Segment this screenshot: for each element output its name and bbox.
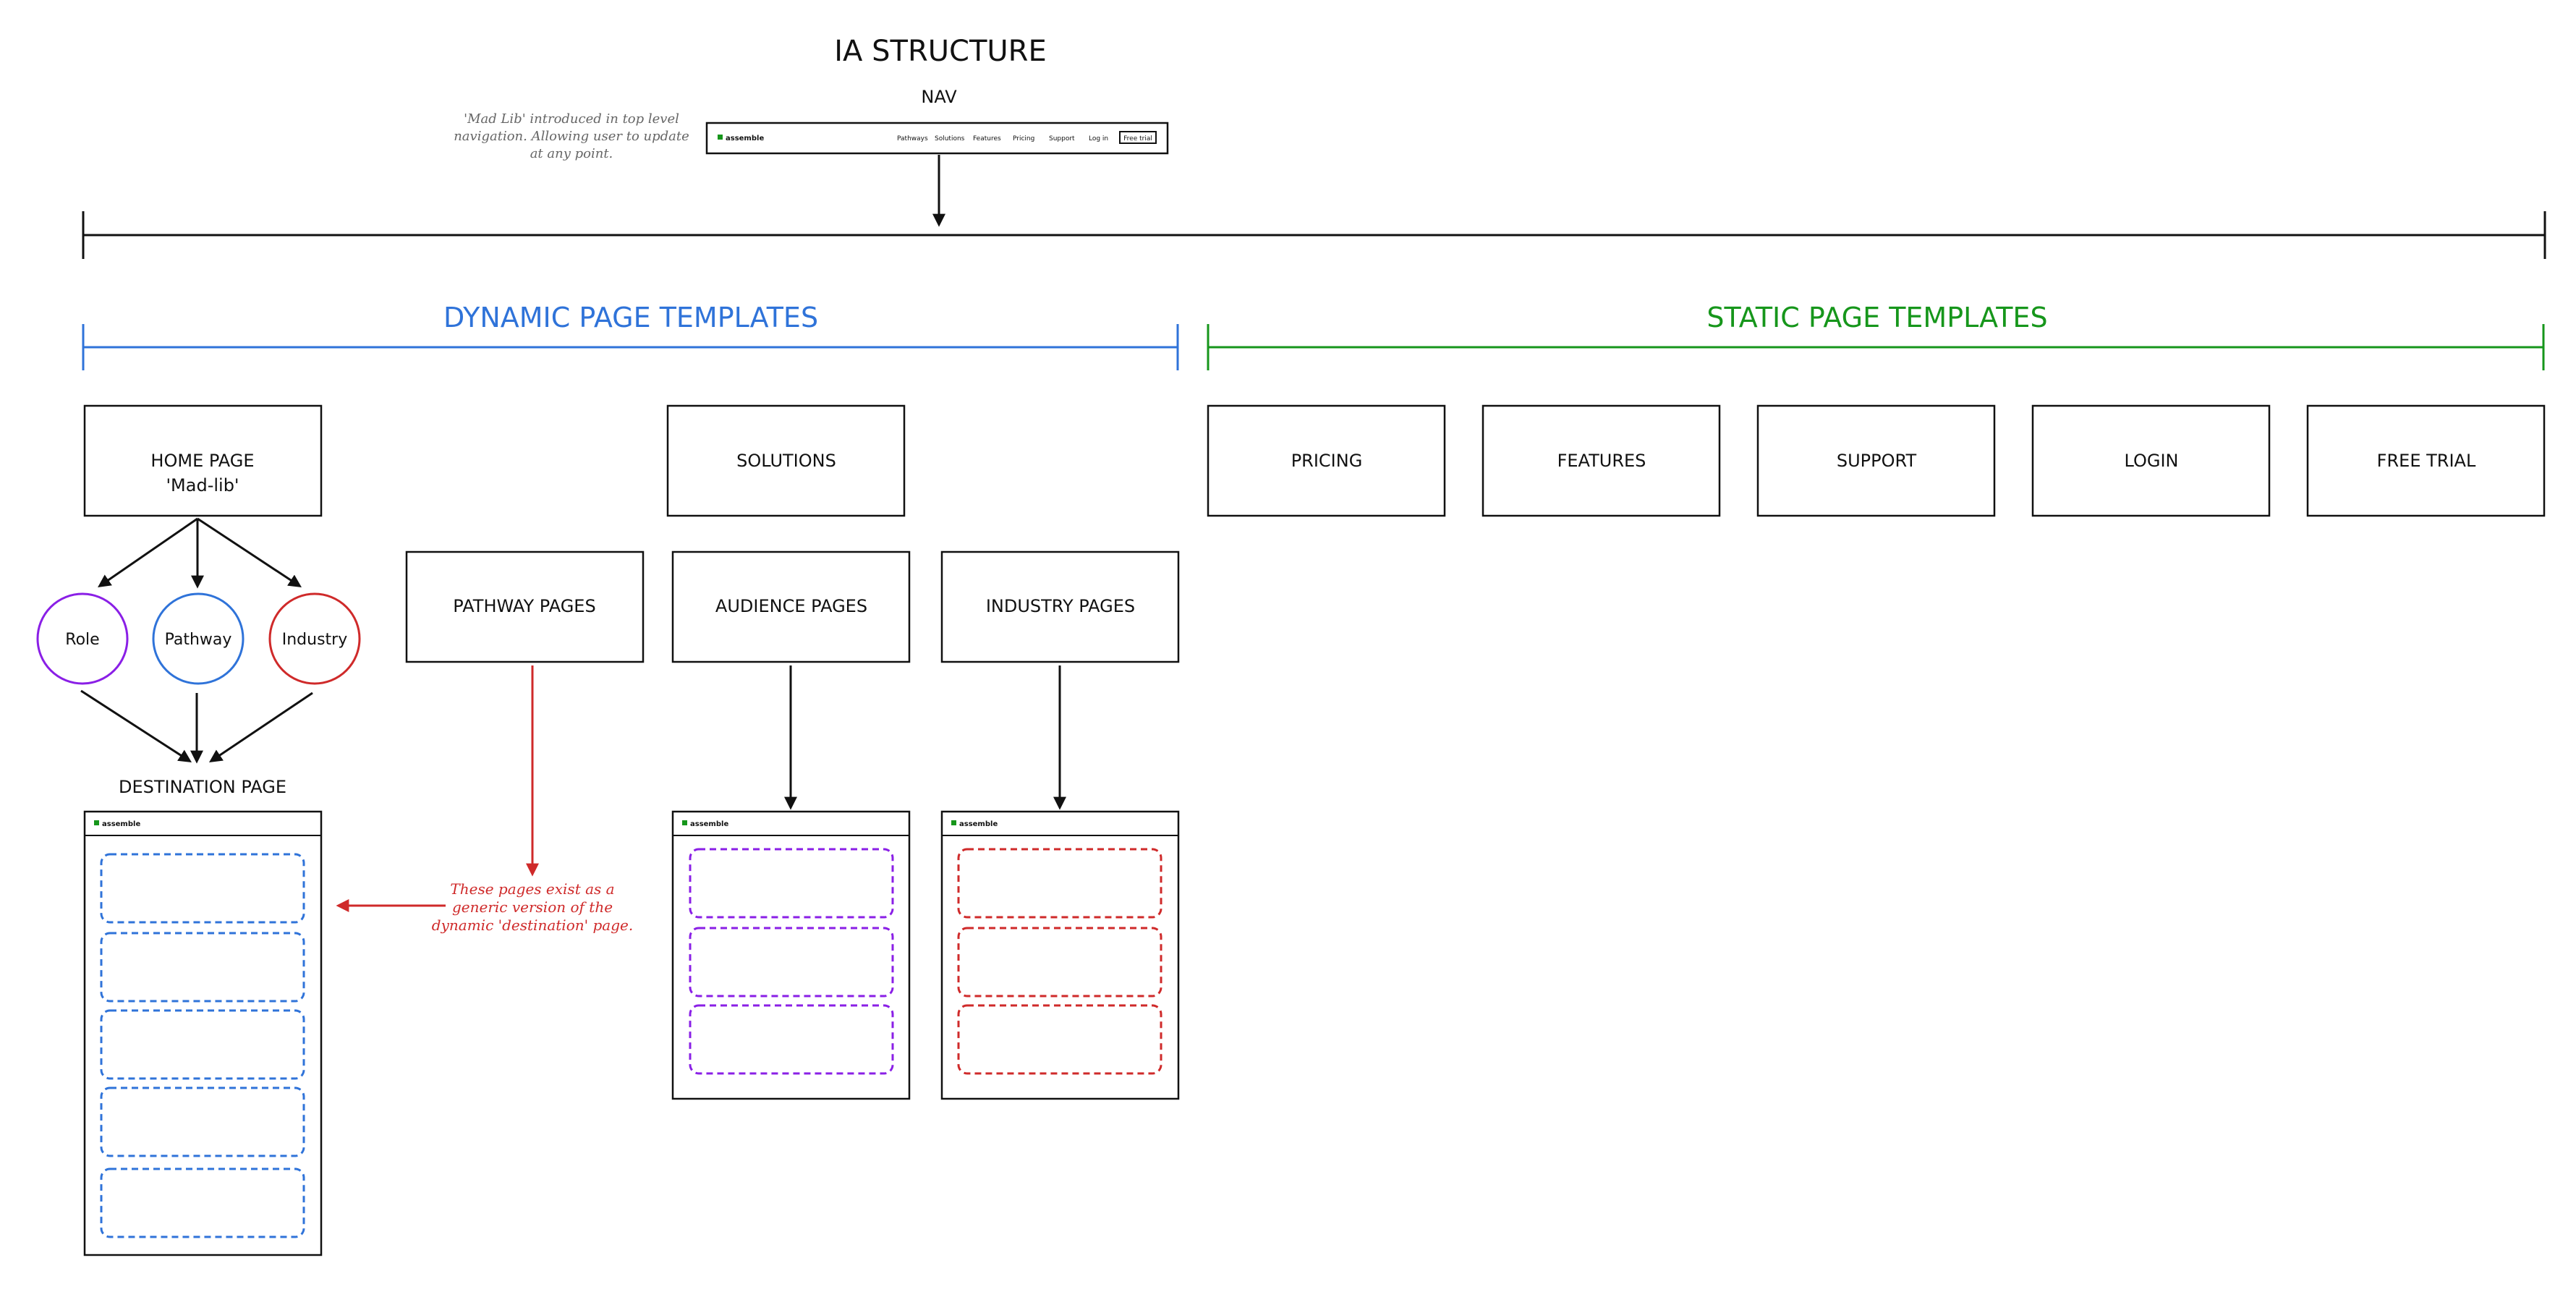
dynamic-section-title: DYNAMIC PAGE TEMPLATES (443, 302, 818, 333)
static-page-free-trial-label: FREE TRIAL (2377, 451, 2476, 471)
static-page-features-label: FEATURES (1557, 451, 1646, 471)
nav-logo-icon (718, 135, 723, 140)
audience-logo: assemble (690, 820, 728, 828)
audience-pages-box: AUDIENCE PAGES (671, 550, 911, 663)
nav-item-solutions: Solutions (935, 135, 965, 142)
audience-section-2 (689, 927, 894, 997)
static-page-support: SUPPORT (1756, 404, 1996, 517)
destination-logo-icon (94, 820, 99, 825)
nav-cta-button (1119, 131, 1157, 144)
diagram-title: IA STRUCTURE (834, 35, 1046, 68)
static-bracket (1207, 324, 2545, 370)
solutions-label: SOLUTIONS (736, 451, 836, 471)
destination-section-3 (100, 1009, 305, 1080)
industry-logo: assemble (959, 820, 998, 828)
nav-item-pricing: Pricing (1013, 135, 1034, 142)
industry-label: Industry (282, 631, 348, 649)
home-to-industry-arrow (197, 517, 302, 587)
industry-section-3 (957, 1004, 1162, 1075)
nav-item-login: Log in (1089, 135, 1108, 142)
static-page-pricing-label: PRICING (1291, 451, 1363, 471)
role-label: Role (65, 631, 99, 649)
nav-note-line-3: at any point. (530, 146, 613, 161)
destination-section-2 (100, 932, 305, 1003)
audience-page-mock: assemble (671, 810, 911, 1100)
pathway-pages-box: PATHWAY PAGES (405, 550, 645, 663)
static-page-login-label: LOGIN (2124, 451, 2178, 471)
pathway-pages-label: PATHWAY PAGES (453, 596, 595, 616)
home-page-title: HOME PAGE (150, 451, 254, 471)
nav-bar-mock: assemble Pathways Solutions Features Pri… (705, 122, 1169, 155)
home-page-box: HOME PAGE 'Mad-lib' (83, 404, 323, 517)
role-circle: Role (36, 592, 129, 685)
destination-page-mock: assemble (83, 810, 323, 1256)
nav-label: NAV (921, 87, 957, 107)
industry-section-2 (957, 927, 1162, 997)
nav-logo: assemble (726, 135, 764, 142)
destination-section-4 (100, 1086, 305, 1157)
industry-page-mock: assemble (940, 810, 1180, 1100)
dynamic-bracket (82, 324, 1179, 370)
industry-pages-label: INDUSTRY PAGES (986, 596, 1135, 616)
pathway-circle: Pathway (152, 592, 245, 685)
industry-logo-icon (951, 820, 956, 825)
nav-item-support: Support (1049, 135, 1075, 142)
home-page-subtitle: 'Mad-lib' (166, 475, 239, 495)
destination-page-label: DESTINATION PAGE (119, 777, 286, 797)
annotation-line-2: generic version of the (452, 898, 613, 916)
nav-item-pathways: Pathways (897, 135, 928, 142)
role-to-destination-arrow (80, 689, 192, 762)
audience-section-1 (689, 848, 894, 919)
static-page-pricing: PRICING (1207, 404, 1446, 517)
static-page-support-label: SUPPORT (1837, 451, 1917, 471)
audience-section-3 (689, 1004, 894, 1075)
destination-logo: assemble (102, 820, 140, 828)
destination-section-5 (100, 1167, 305, 1238)
destination-section-1 (100, 853, 305, 924)
nav-cta-label: Free trial (1123, 135, 1152, 142)
annotation-line-3: dynamic 'destination' page. (432, 916, 633, 934)
nav-note-line-2: navigation. Allowing user to update (454, 129, 689, 144)
home-to-role-arrow (98, 517, 198, 588)
static-section-title: STATIC PAGE TEMPLATES (1706, 302, 2047, 333)
static-page-login: LOGIN (2031, 404, 2271, 517)
solutions-box: SOLUTIONS (666, 404, 906, 517)
nav-item-features: Features (973, 135, 1001, 142)
industry-to-destination-arrow (209, 692, 313, 763)
industry-section-1 (957, 848, 1162, 919)
static-page-free-trial: FREE TRIAL (2306, 404, 2546, 517)
top-bracket (82, 211, 2546, 259)
pathway-label: Pathway (165, 631, 232, 649)
annotation-line-1: These pages exist as a (450, 880, 614, 898)
audience-logo-icon (682, 820, 687, 825)
industry-circle: Industry (268, 592, 361, 685)
static-page-features: FEATURES (1482, 404, 1721, 517)
audience-pages-label: AUDIENCE PAGES (715, 596, 867, 616)
nav-note-line-1: 'Mad Lib' introduced in top level (464, 111, 679, 127)
industry-pages-box: INDUSTRY PAGES (940, 550, 1180, 663)
